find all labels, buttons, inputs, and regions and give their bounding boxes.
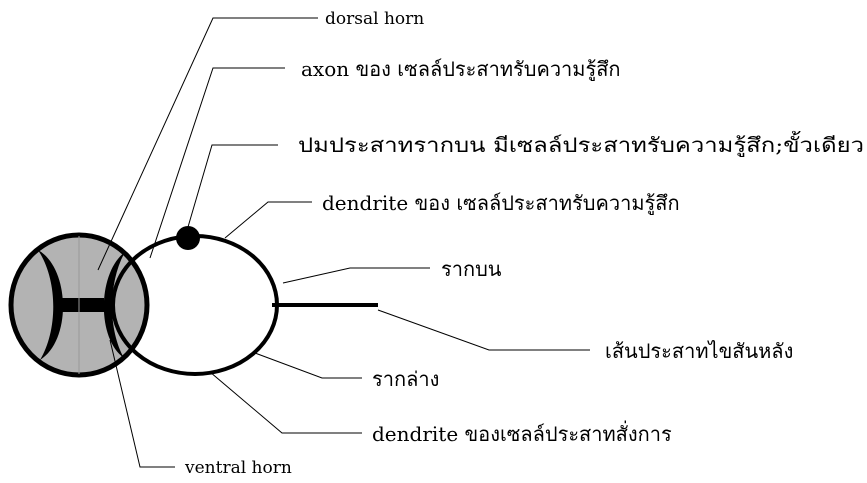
leader-spinal-nerve bbox=[378, 310, 590, 350]
label-dorsal-root: รากบน bbox=[441, 257, 502, 281]
label-ventral-horn: ventral horn bbox=[184, 458, 292, 478]
leader-dendrite-motor bbox=[210, 372, 362, 433]
label-axon-sensory: axon ของ เซลล์ประสาทรับความรู้สึก bbox=[301, 57, 621, 82]
leader-axon bbox=[150, 68, 285, 258]
label-dendrite-sensory: dendrite ของ เซลล์ประสาทรับความรู้สึก bbox=[322, 191, 680, 216]
leader-ganglion bbox=[188, 145, 278, 227]
ganglion-dot bbox=[176, 226, 200, 250]
leader-ventral-root bbox=[255, 353, 362, 378]
label-dorsal-horn: dorsal horn bbox=[325, 9, 424, 29]
leader-dorsal-horn bbox=[98, 18, 318, 270]
label-ventral-root: รากล่าง bbox=[372, 367, 439, 391]
label-dorsal-root-ganglion: ปมประสาทรากบน มีเซลล์ประสาทรับความรู้สึก… bbox=[298, 131, 864, 158]
label-spinal-nerve: เส้นประสาทไขสันหลัง bbox=[605, 339, 793, 363]
spinal-cord-cross-section bbox=[11, 235, 147, 375]
leader-dendrite-sensory bbox=[225, 202, 312, 238]
leader-dorsal-root bbox=[283, 268, 430, 283]
leader-lines bbox=[98, 18, 590, 467]
gray-matter-commissure bbox=[56, 298, 104, 312]
label-dendrite-motor: dendrite ของเซลล์ประสาทสั่งการ bbox=[372, 420, 672, 446]
